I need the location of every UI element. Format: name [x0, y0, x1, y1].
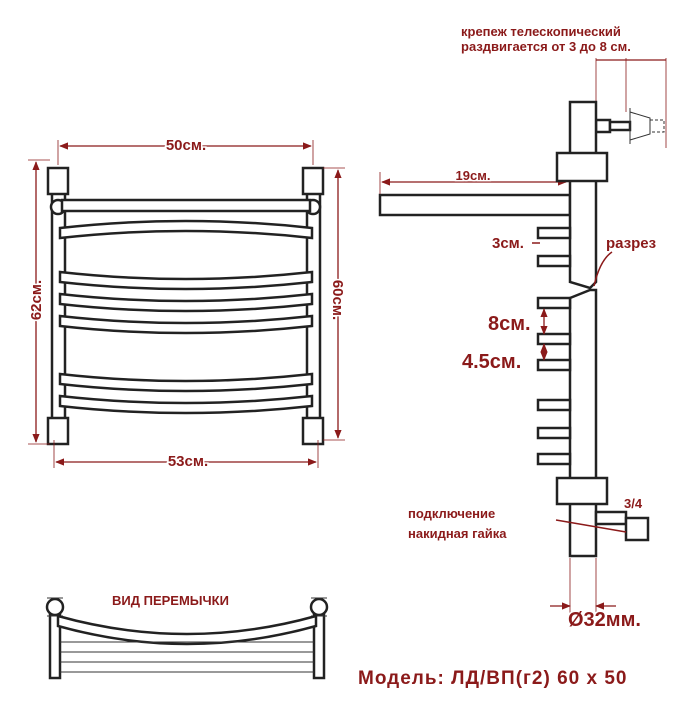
label-thread: 3/4 [624, 496, 643, 511]
vertical-body-lower [568, 288, 598, 558]
label-depth: 19см. [456, 168, 491, 183]
rung-stub [536, 226, 572, 240]
lower-fitting [555, 476, 609, 506]
rung-stub [536, 296, 572, 310]
label-bottom-width: 53см. [168, 453, 208, 470]
jumper-left-knob [45, 597, 65, 617]
rung-stub [536, 452, 572, 466]
side-view: крепеж телескопический раздвигается от 3… [378, 23, 667, 633]
rung-stub [536, 332, 572, 346]
label-right-height: 60см. [329, 280, 346, 320]
right-bottom-fitting [301, 416, 325, 446]
rung [58, 219, 314, 240]
rung-stub [536, 398, 572, 412]
rung [58, 292, 314, 313]
label-bar-length: 3см. [492, 235, 524, 252]
rung-stub [536, 426, 572, 440]
label-diameter: Ø32мм. [568, 609, 641, 631]
right-top-fitting [301, 166, 325, 196]
top-shelf-bar [378, 193, 572, 217]
left-top-fitting [46, 166, 70, 196]
mount-note-line1: крепеж телескопический [461, 24, 621, 39]
union-nut [624, 516, 650, 542]
label-connection-line1: подключение [408, 506, 495, 521]
rung [58, 270, 314, 291]
upper-fitting [555, 151, 609, 183]
rung-group-1 [58, 219, 314, 240]
jumper-right-knob [309, 597, 329, 617]
label-section: разрез [606, 235, 656, 252]
label-spacing-large: 8см. [488, 313, 531, 335]
jumper-view-title: ВИД ПЕРЕМЫЧКИ [112, 593, 229, 608]
connection-pipe [594, 510, 628, 526]
mount-note-line2: раздвигается от 3 до 8 см. [461, 39, 631, 54]
rung-group-2 [58, 270, 314, 335]
label-left-height: 62см. [28, 280, 45, 320]
rung-stubs [536, 226, 572, 466]
rung [58, 394, 314, 415]
model-label: Модель: ЛД/ВП(г2) 60 х 50 [358, 668, 628, 689]
jumper-view: ВИД ПЕРЕМЫЧКИ [45, 592, 329, 680]
rung-group-3 [58, 372, 314, 415]
front-view: 50см. 53см. 62см. 60см. [27, 136, 348, 472]
rung [58, 372, 314, 393]
wall-bracket [594, 108, 665, 144]
vertical-body-upper [568, 100, 598, 290]
top-straight-bar [60, 198, 312, 213]
label-connection-line2: накидная гайка [408, 526, 507, 541]
rung-stub [536, 358, 572, 372]
rung [58, 314, 314, 335]
jumper-straight-bars [60, 641, 314, 673]
rung-stub [536, 254, 572, 268]
jumper-curved-tube [56, 614, 318, 646]
left-bottom-fitting [46, 416, 70, 446]
label-top-width: 50см. [166, 137, 206, 154]
label-spacing-small: 4.5см. [462, 351, 521, 373]
